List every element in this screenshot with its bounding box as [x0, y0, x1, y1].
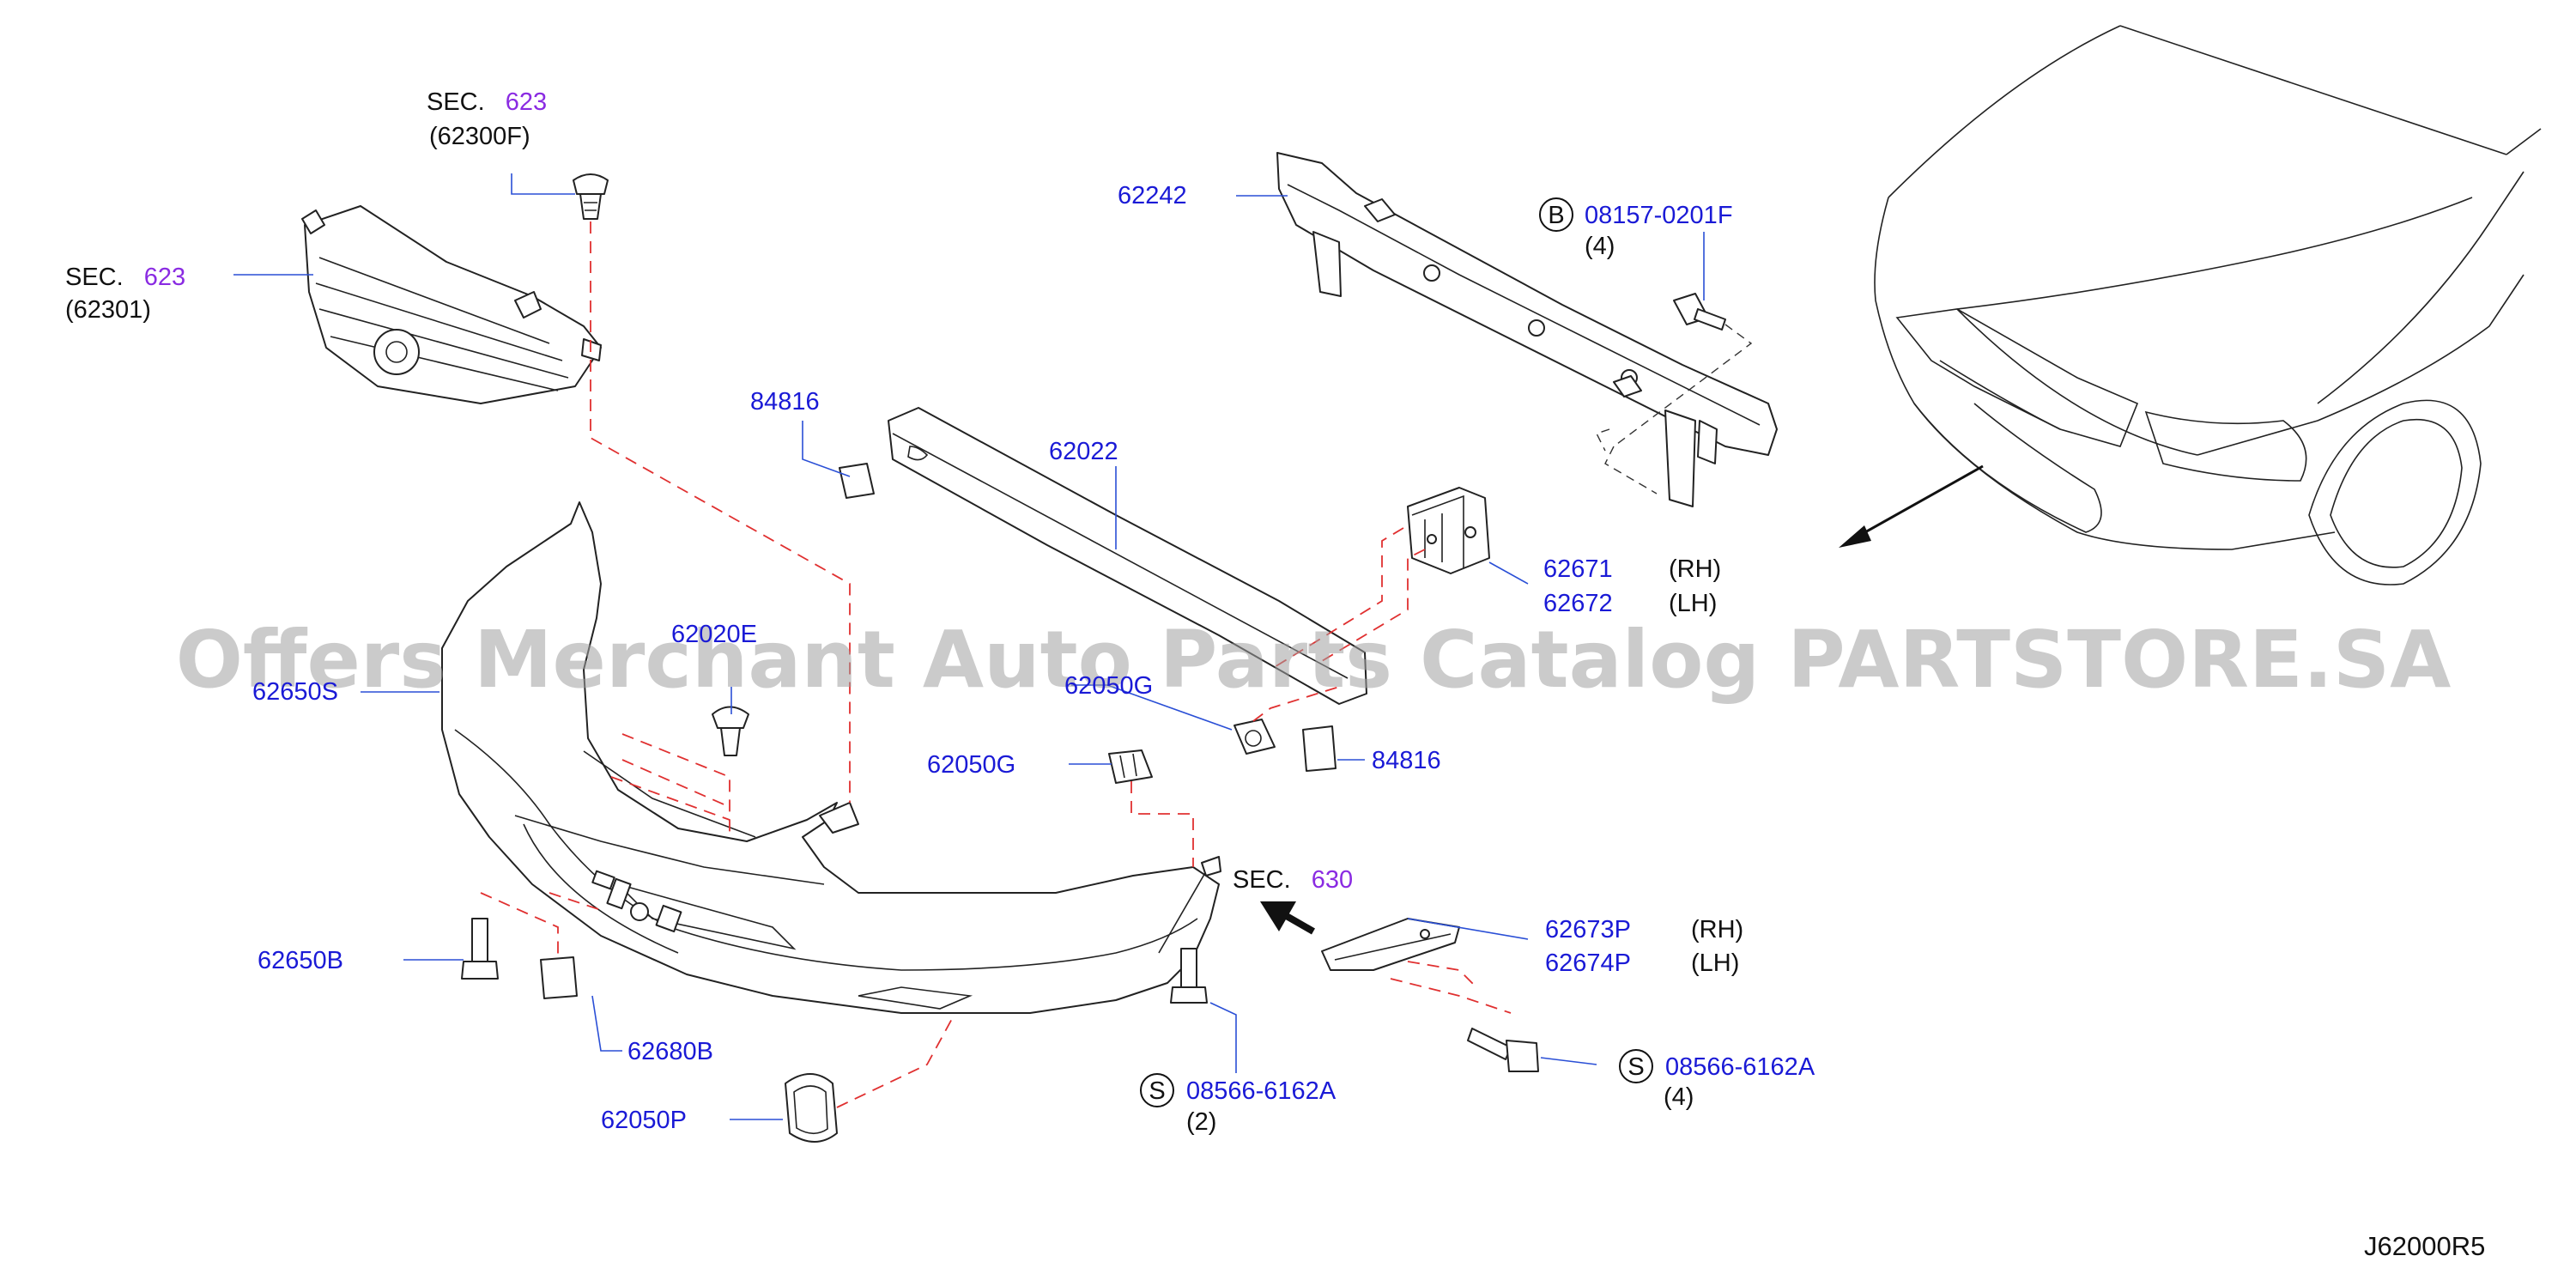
screw-symbol-s: S — [1619, 1049, 1653, 1083]
part-number-62050P[interactable]: 62050P — [601, 1107, 687, 1134]
part-number-62050G[interactable]: 62050G — [927, 751, 1015, 779]
quantity: (4) — [1585, 233, 1615, 260]
side-rh: (RH) — [1691, 916, 1743, 943]
svg-text:S: S — [1627, 1053, 1644, 1081]
bumper-reinforcement — [1276, 152, 1778, 507]
part-number-62673P[interactable]: 62673P — [1545, 916, 1631, 943]
part-labels: SEC. 623 (62300F) SEC. 623 (62301) 62242… — [65, 88, 2485, 1261]
part-number-62672[interactable]: 62672 — [1543, 590, 1613, 617]
part-number-62671[interactable]: 62671 — [1543, 555, 1613, 583]
part-number-62650B[interactable]: 62650B — [258, 947, 343, 974]
fascia-screw — [1170, 948, 1208, 1004]
part-number-62242[interactable]: 62242 — [1118, 182, 1187, 209]
side-bracket — [1321, 918, 1460, 971]
part-number-08566-6162A[interactable]: 08566-6162A — [1665, 1053, 1815, 1081]
section-630-arrow — [1260, 901, 1315, 935]
part-number-84816[interactable]: 84816 — [750, 388, 820, 416]
sec623-label[interactable]: SEC. 623 — [427, 88, 547, 116]
quantity: (4) — [1664, 1083, 1694, 1111]
part-number-08566-6162A[interactable]: 08566-6162A — [1186, 1077, 1336, 1105]
svg-text:S: S — [1149, 1077, 1165, 1105]
quantity: (2) — [1186, 1108, 1216, 1136]
watermark: Offers Merchant Auto Parts Catalog PARTS… — [176, 614, 2452, 706]
screw-symbol-s: S — [1140, 1073, 1174, 1107]
vehicle-location-view — [1874, 25, 2542, 585]
sec630-label[interactable]: SEC. 630 — [1233, 866, 1353, 894]
part-number-62680B[interactable]: 62680B — [627, 1038, 713, 1065]
fascia-clip — [540, 956, 578, 999]
absorber-spacer-pad — [1302, 725, 1336, 772]
grille-clip — [573, 173, 609, 220]
bumper-stay-bracket — [1407, 487, 1490, 574]
absorber-spacer-pad — [839, 463, 875, 499]
side-rh: (RH) — [1669, 555, 1721, 583]
svg-text:B: B — [1548, 202, 1564, 229]
part-number-62020E[interactable]: 62020E — [671, 621, 757, 648]
bumper-clip — [712, 706, 749, 756]
front-direction-arrow — [1839, 464, 1984, 548]
part-number-08157-0201F[interactable]: 08157-0201F — [1585, 202, 1733, 229]
reinforcement-bolt — [1673, 293, 1726, 331]
sec623-sub: (62301) — [65, 296, 151, 324]
side-lh: (LH) — [1691, 949, 1739, 977]
leader-lines — [233, 173, 1705, 1120]
diagram-code: J62000R5 — [2364, 1231, 2485, 1261]
bumper-bolt — [461, 918, 499, 980]
part-number-62674P[interactable]: 62674P — [1545, 949, 1631, 977]
part-number-62022[interactable]: 62022 — [1049, 438, 1118, 465]
energy-absorber — [888, 407, 1367, 705]
side-lh: (LH) — [1669, 590, 1717, 617]
fog-lamp-ring — [785, 1073, 838, 1143]
radiator-grille — [301, 205, 602, 404]
part-number-62050G[interactable]: 62050G — [1064, 672, 1153, 700]
bumper-retainer-clip — [1108, 749, 1153, 784]
bracket-screw — [1467, 1028, 1539, 1072]
assembly-guides — [480, 221, 1512, 1108]
bolt-symbol-b: B — [1539, 197, 1573, 232]
part-number-84816[interactable]: 84816 — [1372, 747, 1441, 774]
sec623-label[interactable]: SEC. 623 — [65, 264, 185, 291]
sec623-sub: (62300F) — [429, 123, 530, 150]
front-bumper-fascia — [441, 501, 1221, 1014]
absorber-nut — [1233, 719, 1276, 755]
part-number-62650S[interactable]: 62650S — [252, 678, 338, 706]
